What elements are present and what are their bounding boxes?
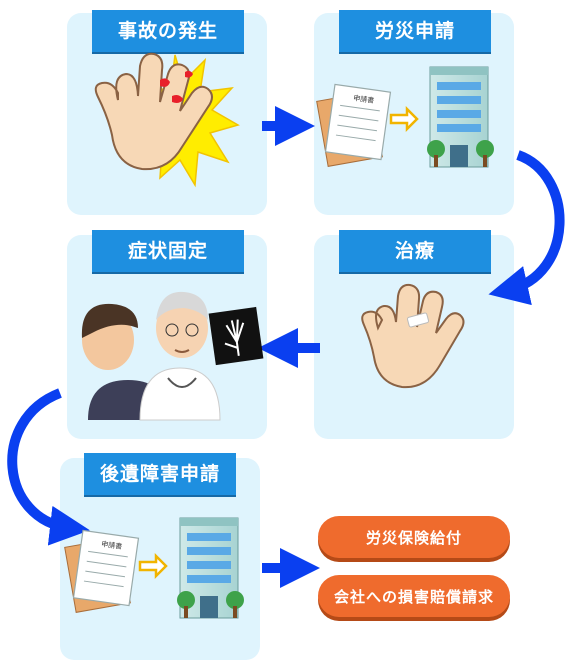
application-document-icon: 申請書 (316, 83, 392, 167)
hollow-arrow-icon-2 (138, 552, 168, 580)
document-label: 申請書 (353, 93, 375, 105)
step-title-disability-application: 後遺障害申請 (84, 453, 236, 495)
document-label-2: 申請書 (101, 539, 123, 551)
step-title-application: 労災申請 (339, 10, 491, 52)
arrow-step2-to-step3 (488, 150, 565, 306)
hollow-arrow-icon (389, 105, 419, 133)
arrow-step4-to-step5 (7, 388, 90, 546)
office-building-icon-2 (177, 517, 244, 619)
step-title-accident: 事故の発生 (92, 10, 244, 52)
injured-hand-icon (94, 52, 240, 188)
disability-document-icon: 申請書 (64, 529, 140, 613)
step-title-treatment: 治療 (339, 230, 491, 272)
outcome-workers-comp-benefit: 労災保険給付 (318, 516, 510, 558)
xray-film-icon (208, 306, 264, 366)
outcome-damages-claim: 会社への損害賠償請求 (318, 575, 510, 617)
bandaged-hand-icon (361, 283, 465, 389)
step-title-symptom-fixed: 症状固定 (92, 230, 244, 272)
doctor-icon (139, 291, 221, 421)
office-building-icon (427, 66, 494, 168)
